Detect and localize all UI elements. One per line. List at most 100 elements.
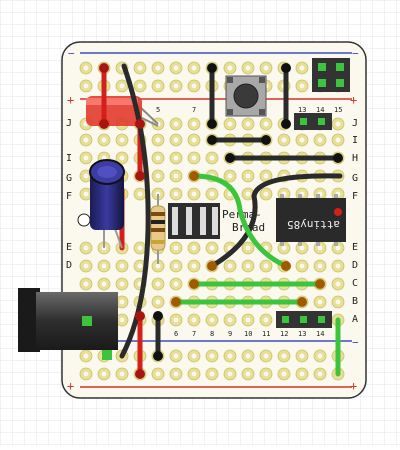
header-block	[294, 113, 332, 130]
wire-black-curved	[209, 173, 343, 269]
header-pin	[318, 316, 325, 323]
breadboard-pad-hole	[209, 371, 215, 377]
wire-end	[207, 261, 217, 271]
resistor-band	[151, 220, 165, 224]
breadboard-pad-hole	[173, 173, 179, 179]
resistor-band	[151, 228, 165, 232]
header-pin	[336, 79, 344, 87]
breadboard-pad-hole	[191, 83, 197, 89]
column-number: 15	[334, 106, 342, 114]
breadboard-pad-hole	[263, 191, 269, 197]
jack-pin	[82, 316, 92, 326]
column-number: 7	[192, 106, 196, 114]
column-number: 14	[316, 106, 324, 114]
breadboard-pad-hole	[83, 83, 89, 89]
breadboard-pad-hole	[155, 299, 161, 305]
wire-ends	[99, 63, 343, 379]
wires-black	[119, 63, 343, 359]
column-number: 11	[262, 330, 270, 338]
breadboard-pad-hole	[191, 155, 197, 161]
breadboard-pad-hole	[227, 317, 233, 323]
breadboard-pad-hole	[173, 353, 179, 359]
breadboard-pad-hole	[227, 353, 233, 359]
breadboard-pad-hole	[227, 65, 233, 71]
header-pin	[282, 316, 289, 323]
column-number: 13	[298, 330, 306, 338]
wire-end	[189, 171, 199, 181]
wire-end	[281, 261, 291, 271]
rail-minus-bottom-right: −	[352, 336, 359, 349]
wire-end	[207, 63, 217, 73]
breadboard-pad-hole	[173, 371, 179, 377]
rail-plus-bottom-left: +	[67, 379, 74, 393]
breadboard-pad-hole	[83, 173, 89, 179]
row-letter: C	[352, 278, 358, 289]
breadboard-pad-hole	[155, 65, 161, 71]
breadboard-pad-hole	[155, 83, 161, 89]
resistor-band	[151, 212, 165, 216]
breadboard-pad-hole	[191, 371, 197, 377]
wire-end	[189, 279, 199, 289]
breadboard-pad-hole	[83, 245, 89, 251]
row-letter: E	[352, 242, 358, 253]
pushbutton-corner	[259, 77, 265, 83]
jack-flange	[18, 288, 40, 352]
breadboard-pad-hole	[317, 245, 323, 251]
pushbutton-cap	[233, 83, 259, 109]
row-letter: G	[66, 173, 72, 184]
column-number: 5	[156, 106, 160, 114]
breadboard-pad-hole	[119, 299, 125, 305]
breadboard-pad-hole	[299, 137, 305, 143]
wire-end	[225, 153, 235, 163]
row-letter: D	[66, 260, 72, 271]
column-numbers-top: 5 7 13 14 15	[156, 106, 342, 114]
breadboard-pad-hole	[245, 245, 251, 251]
header-pin	[300, 316, 307, 323]
socket-slot	[200, 207, 206, 235]
wire-end	[281, 119, 291, 129]
breadboard-pad-hole	[173, 191, 179, 197]
breadboard-pad-hole	[191, 65, 197, 71]
dc-power-jack	[18, 288, 118, 360]
breadboard-pad-hole	[119, 281, 125, 287]
breadboard-pad-hole	[173, 83, 179, 89]
wire-end	[153, 351, 163, 361]
wire-end	[99, 63, 109, 73]
row-letter: I	[352, 135, 358, 146]
capacitor-marker	[77, 213, 91, 227]
row-letter: A	[352, 314, 358, 325]
breadboard-pad-hole	[191, 121, 197, 127]
capacitor-body	[90, 172, 124, 230]
row-letter: B	[352, 296, 358, 307]
header-pin	[336, 63, 344, 71]
column-number: 6	[174, 330, 178, 338]
breadboard-pad-hole	[209, 191, 215, 197]
breadboard-pad-hole	[335, 121, 341, 127]
breadboard-pad-hole	[245, 121, 251, 127]
wire-end	[261, 135, 271, 145]
breadboard-pad-hole	[245, 191, 251, 197]
breadboard-pad-hole	[83, 353, 89, 359]
row-letter: G	[352, 173, 358, 184]
breadboard-pad-hole	[245, 263, 251, 269]
breadboard-pad-hole	[263, 121, 269, 127]
wire-end	[135, 171, 145, 181]
row-letter: F	[352, 191, 358, 202]
breadboard-pad-hole	[281, 137, 287, 143]
breadboard-pad-hole	[119, 317, 125, 323]
wire-end	[99, 119, 109, 129]
breadboard-pad-hole	[119, 371, 125, 377]
breadboard-pad-hole	[155, 155, 161, 161]
breadboard-pad-hole	[137, 191, 143, 197]
row-letters-right: J I H G F E D C B A	[352, 118, 358, 325]
breadboard-pad-hole	[299, 371, 305, 377]
row-letter: J	[352, 118, 358, 129]
rail-plus-top-left: +	[67, 93, 74, 107]
ic-label: attiny85	[287, 218, 340, 231]
column-number: 12	[280, 330, 288, 338]
breadboard-pad-hole	[263, 263, 269, 269]
breadboard-pad-hole	[263, 353, 269, 359]
breadboard-pad-hole	[263, 371, 269, 377]
breadboard-pad-hole	[137, 65, 143, 71]
